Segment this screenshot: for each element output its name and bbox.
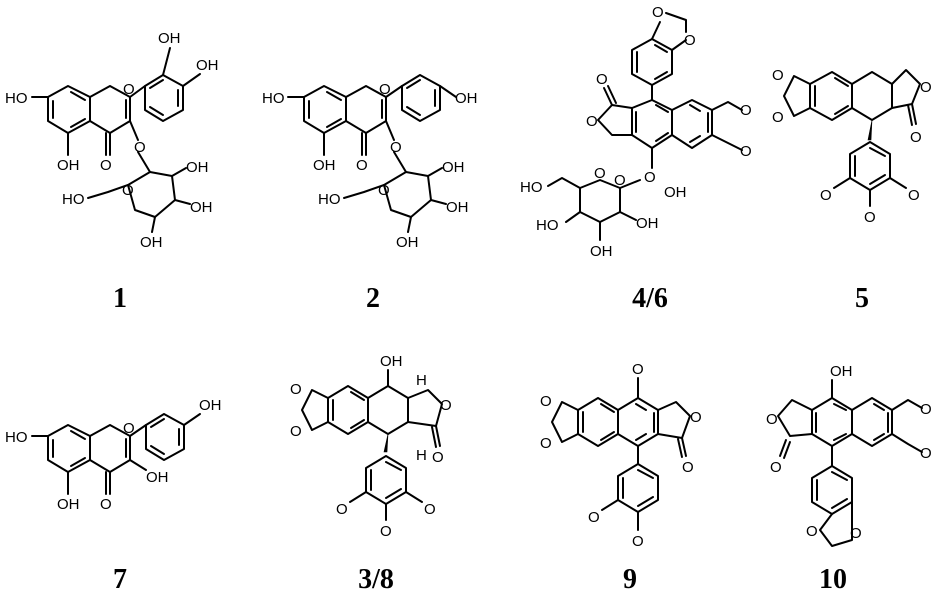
oxygen-label-10e: O bbox=[806, 523, 818, 540]
oxygen-label-2b: O bbox=[379, 81, 391, 98]
oxygen-label-10c: O bbox=[920, 401, 932, 418]
hydroxyl-label-1c: HO bbox=[5, 90, 28, 107]
oxygen-label-3c: O bbox=[440, 397, 452, 414]
oxygen-label-5a: O bbox=[772, 67, 784, 84]
oxygen-label-5e: O bbox=[820, 187, 832, 204]
compound-10-structure: OH O O O O O O bbox=[766, 363, 932, 547]
oxygen-label-10b: O bbox=[770, 459, 782, 476]
compound-2-structure: OH HO OH O O O O HO OH OH OH bbox=[262, 74, 478, 251]
compound-4-6-structure: O O O O O O O O HO O HO OH OH OH bbox=[520, 4, 752, 260]
oxygen-label-1a: O bbox=[100, 157, 112, 174]
oxygen-label-7b: O bbox=[100, 496, 112, 513]
hydroxyl-label-7b: HO bbox=[5, 429, 28, 446]
oxygen-label-9b: O bbox=[540, 393, 552, 410]
oxygen-label-4b: O bbox=[684, 32, 696, 49]
hydrogen-label-3a: H bbox=[416, 372, 427, 389]
oxygen-label-1b: O bbox=[123, 81, 135, 98]
hydroxyl-label-2f: OH bbox=[446, 199, 469, 216]
oxygen-label-3b: O bbox=[290, 423, 302, 440]
compound-3-8-structure: OH H H O O O O O O O bbox=[290, 353, 452, 540]
hydroxyl-label-2g: OH bbox=[396, 234, 419, 251]
oxygen-label-5f: O bbox=[908, 187, 920, 204]
hydroxyl-label-1e: HO bbox=[62, 191, 85, 208]
oxygen-label-4d: O bbox=[586, 113, 598, 130]
oxygen-label-3e: O bbox=[336, 501, 348, 518]
oxygen-label-3d: O bbox=[432, 449, 444, 466]
compound-5-structure: O O O O O O O bbox=[772, 67, 932, 226]
compound-label-9: 9 bbox=[623, 564, 637, 595]
oxygen-label-2d: O bbox=[378, 182, 390, 199]
hydroxyl-label-10a: OH bbox=[830, 363, 853, 380]
compound-label-10: 10 bbox=[819, 564, 847, 595]
hydroxyl-label-4a: HO bbox=[520, 179, 543, 196]
hydroxyl-label-1b: OH bbox=[196, 57, 219, 74]
oxygen-label-10f: O bbox=[850, 525, 862, 542]
hydroxyl-label-2e: OH bbox=[442, 159, 465, 176]
oxygen-label-5g: O bbox=[864, 209, 876, 226]
oxygen-label-9e: O bbox=[682, 459, 694, 476]
oxygen-label-9a: O bbox=[632, 361, 644, 378]
oxygen-label-1d: O bbox=[122, 182, 134, 199]
compound-label-2: 2 bbox=[366, 283, 380, 314]
oxygen-label-10d: O bbox=[920, 445, 932, 462]
hydroxyl-label-1d: OH bbox=[57, 157, 80, 174]
compound-1-structure: OH OH HO OH O O O O HO OH OH OH bbox=[5, 30, 219, 251]
oxygen-label-2a: O bbox=[356, 157, 368, 174]
oxygen-label-3f: O bbox=[424, 501, 436, 518]
oxygen-label-2c: O bbox=[390, 139, 402, 156]
oxygen-label-4f: O bbox=[740, 143, 752, 160]
hydroxyl-label-4b: HO bbox=[536, 217, 559, 234]
oxygen-label-5d: O bbox=[910, 129, 922, 146]
hydroxyl-label-2b: HO bbox=[262, 90, 285, 107]
oxygen-label-4a: O bbox=[652, 4, 664, 21]
oxygen-label-4g: O bbox=[644, 169, 656, 186]
hydroxyl-label-1f: OH bbox=[186, 159, 209, 176]
oxygen-label-9f: O bbox=[588, 509, 600, 526]
hydroxyl-label-2d: HO bbox=[318, 191, 341, 208]
hydroxyl-label-1g: OH bbox=[190, 199, 213, 216]
oxygen-label-7a: O bbox=[123, 420, 135, 437]
hydroxyl-label-7d: OH bbox=[57, 496, 80, 513]
hydroxyl-label-7a: OH bbox=[199, 397, 222, 414]
oxygen-label-5c: O bbox=[920, 79, 932, 96]
oxygen-label-1c: O bbox=[134, 139, 146, 156]
compound-label-3-8: 3/8 bbox=[358, 564, 394, 595]
hydroxyl-label-7c: OH bbox=[146, 469, 169, 486]
compound-label-4-6: 4/6 bbox=[632, 283, 668, 314]
oxygen-label-4c: O bbox=[596, 71, 608, 88]
hydrogen-label-3b: H bbox=[416, 447, 427, 464]
oxygen-label-4e: O bbox=[740, 102, 752, 119]
hydroxyl-label-2c: OH bbox=[313, 157, 336, 174]
compound-label-5: 5 bbox=[855, 283, 869, 314]
oxygen-label-4h: O bbox=[614, 172, 626, 189]
hydroxyl-label-2a: OH bbox=[455, 90, 478, 107]
compound-7-structure: OH HO O OH OH O bbox=[5, 397, 222, 513]
oxygen-label-3a: O bbox=[290, 381, 302, 398]
compound-label-7: 7 bbox=[113, 564, 127, 595]
hydroxyl-label-1a: OH bbox=[158, 30, 181, 47]
hydroxyl-label-1h: OH bbox=[140, 234, 163, 251]
hydroxyl-label-3a: OH bbox=[380, 353, 403, 370]
oxygen-label-9c: O bbox=[540, 435, 552, 452]
oxygen-label-9g: O bbox=[632, 533, 644, 550]
compound-9-structure: O O O O O O O bbox=[540, 361, 702, 550]
oxygen-label-3g: O bbox=[380, 523, 392, 540]
oxygen-label-4i: O bbox=[594, 165, 606, 182]
oxygen-label-10a: O bbox=[766, 411, 778, 428]
hydroxyl-label-4e: OH bbox=[664, 184, 687, 201]
hydroxyl-label-4c: OH bbox=[590, 243, 613, 260]
hydroxyl-label-4d: OH bbox=[636, 215, 659, 232]
compound-label-1: 1 bbox=[113, 283, 127, 314]
oxygen-label-5b: O bbox=[772, 109, 784, 126]
oxygen-label-9d: O bbox=[690, 409, 702, 426]
